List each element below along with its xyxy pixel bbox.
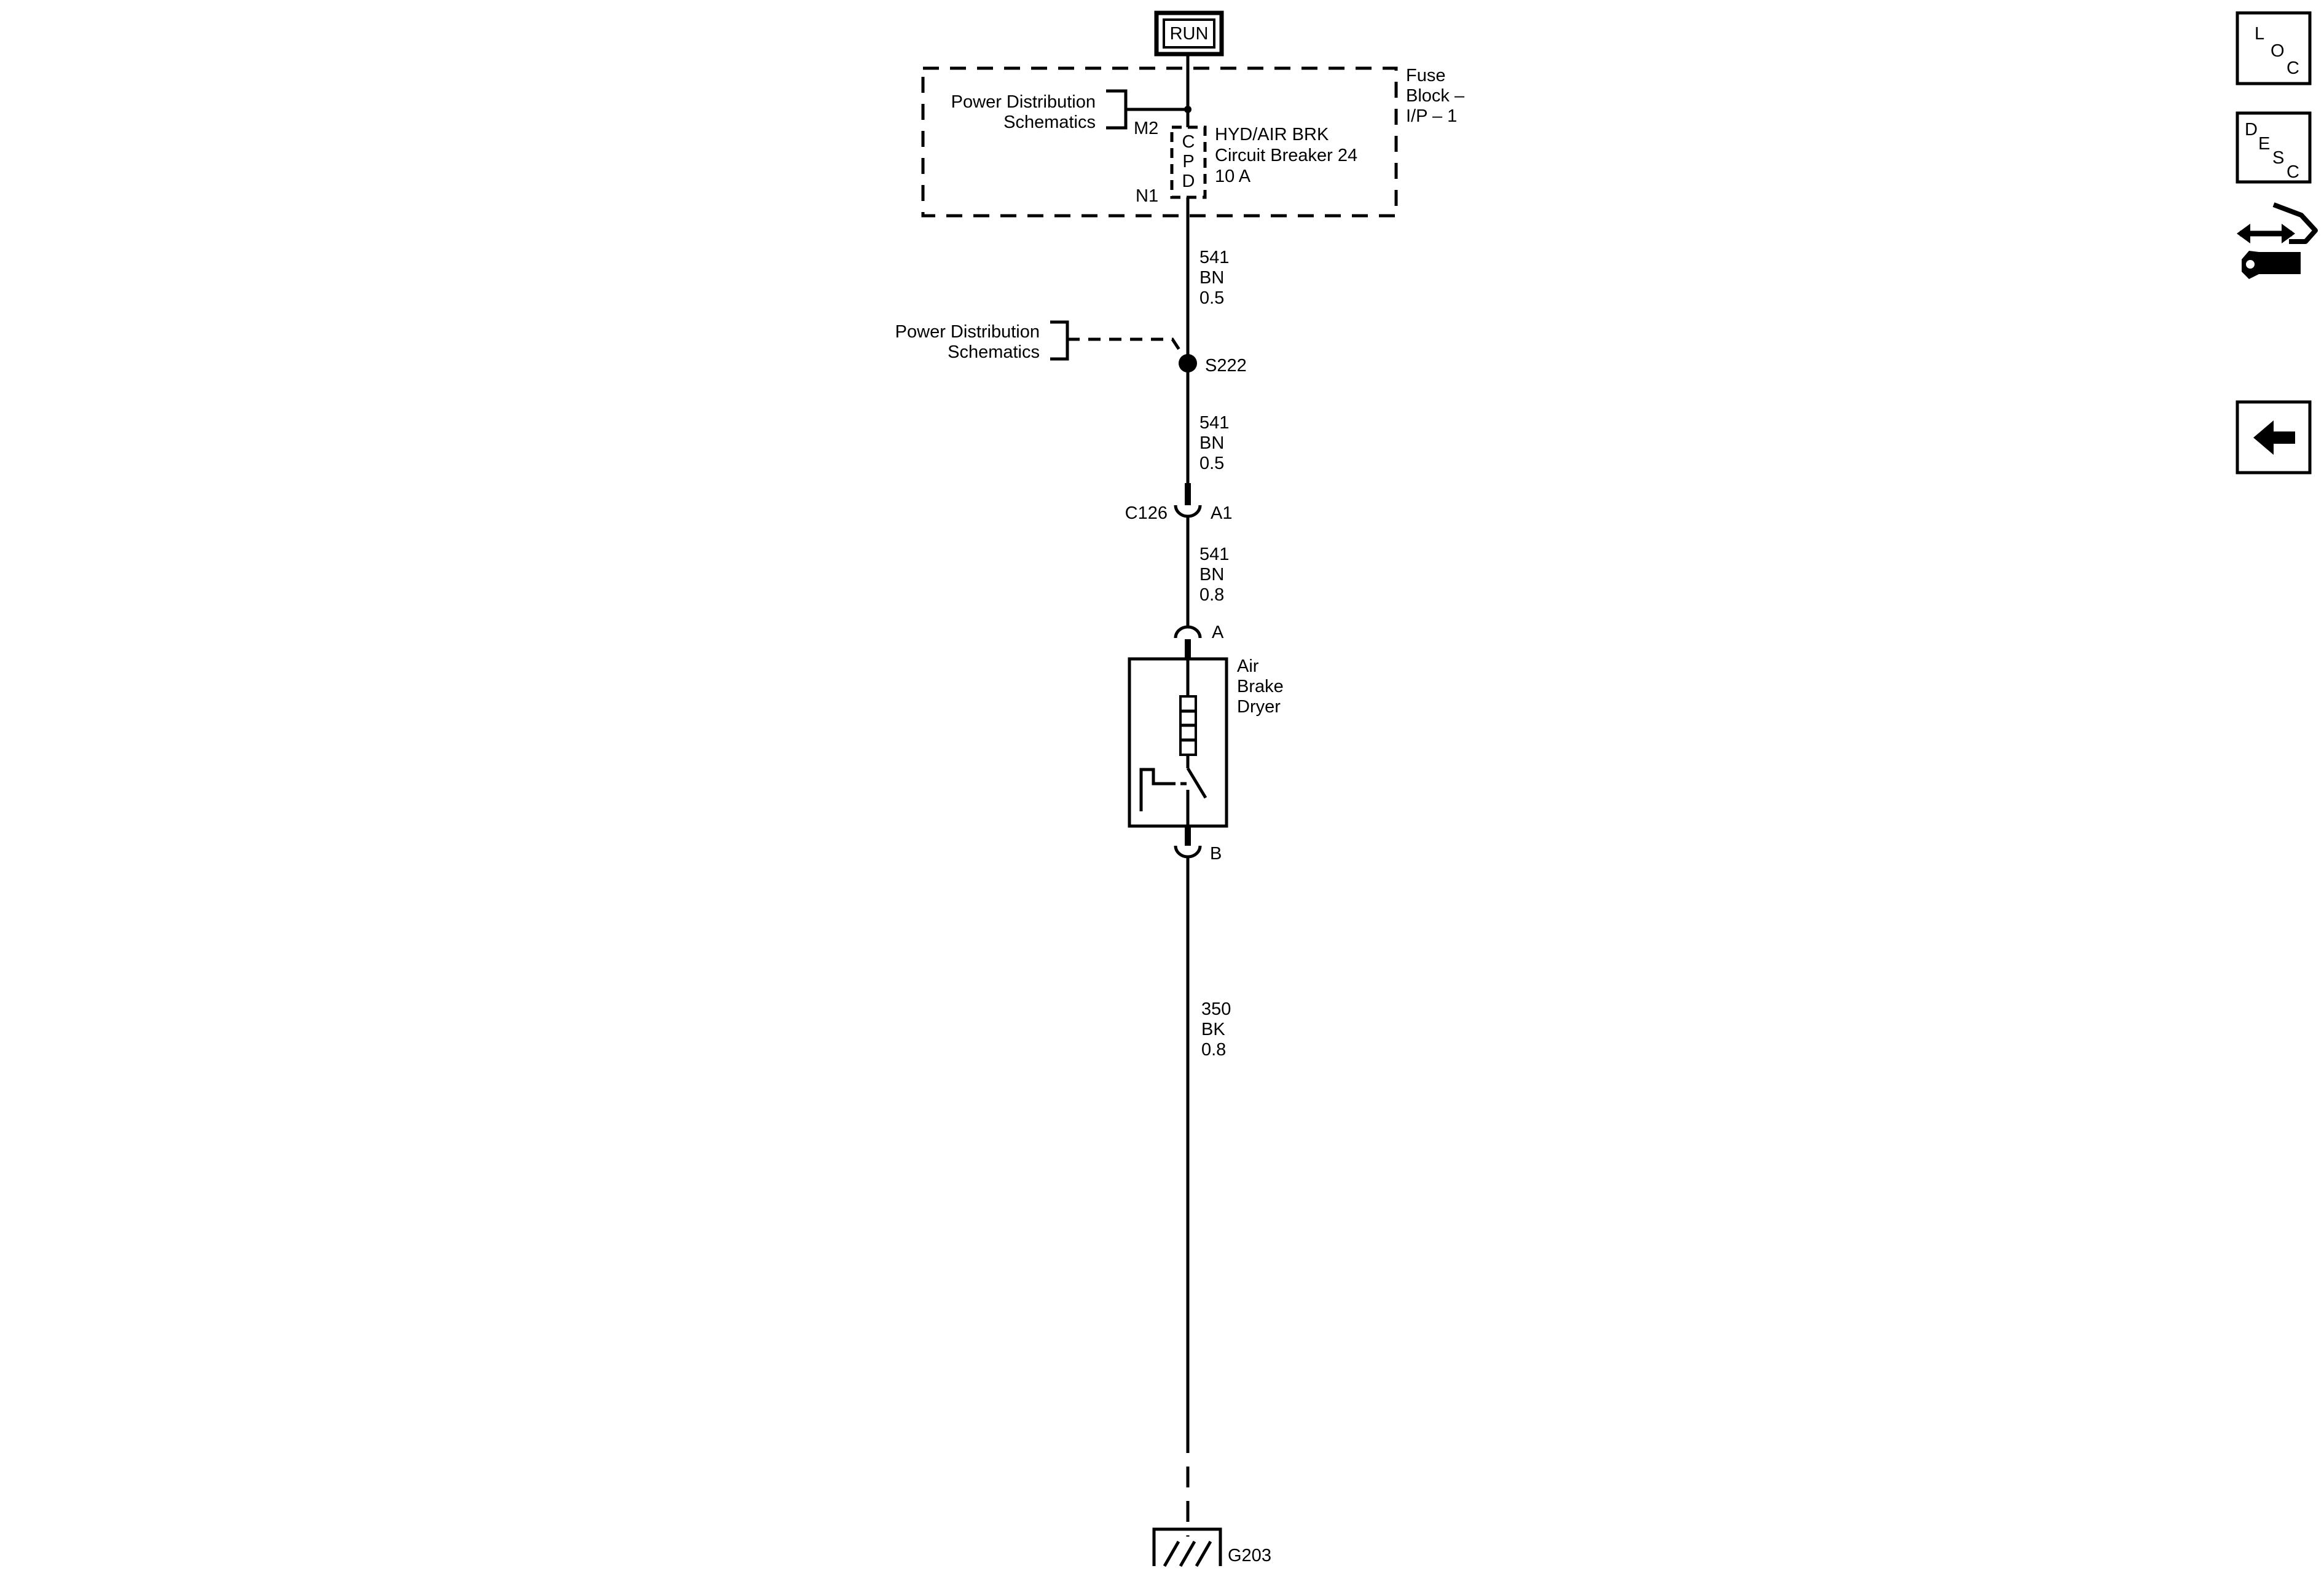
run-power-source: RUN (1154, 10, 1224, 57)
fuse-block-name-line3: I/P – 1 (1406, 106, 1457, 126)
air-brake-dryer: A Air Brake Dryer B (1128, 623, 1284, 864)
wire-1-gauge: 0.5 (1199, 288, 1224, 308)
ground-hatch-3 (1195, 1540, 1212, 1567)
loc-button[interactable]: L O C (2236, 11, 2312, 85)
breaker-label-line3: 10 A (1215, 167, 1251, 186)
loc-letter-l: L (2255, 24, 2264, 44)
cpd-letter-d: D (1182, 171, 1195, 191)
wire-4-circuit: 350 (1201, 999, 1231, 1019)
wire-3-color: BN (1199, 565, 1224, 585)
run-label: RUN (1170, 24, 1209, 44)
wire-1-circuit: 541 (1199, 248, 1229, 267)
back-arrow-icon (2253, 420, 2295, 455)
connector-tool-icon[interactable] (2237, 202, 2318, 279)
cpd-letter-p: P (1182, 152, 1194, 171)
wire-2-gauge: 0.5 (1199, 454, 1224, 473)
desc-button[interactable]: D E S C (2236, 111, 2312, 184)
wire-3-gauge: 0.8 (1199, 585, 1224, 605)
wire-2-color: BN (1199, 433, 1224, 453)
desc-letter-s: S (2272, 148, 2284, 168)
splice-id: S222 (1205, 356, 1247, 376)
c126-id: C126 (1125, 503, 1168, 523)
ground-id: G203 (1228, 1546, 1271, 1565)
cpd-box (1170, 125, 1207, 199)
splice-xref-dashed-link (1067, 337, 1190, 364)
loc-letter-o: O (2271, 41, 2285, 61)
c126-pin: A1 (1211, 503, 1232, 523)
wire-label-1: 541 BN 0.5 (1199, 248, 1229, 308)
breaker-label-line2: Circuit Breaker 24 (1215, 146, 1357, 165)
loc-letter-c: C (2287, 58, 2299, 78)
thermal-switch-blade (1186, 767, 1207, 799)
wire-4-gauge: 0.8 (1201, 1040, 1226, 1060)
pin-a-label: A (1212, 623, 1224, 642)
desc-letter-c: C (2287, 162, 2299, 182)
breaker-label-line1: HYD/AIR BRK (1215, 125, 1329, 144)
pin-a-cup (1174, 625, 1202, 639)
wire-1-color: BN (1199, 268, 1224, 288)
wire-label-3: 541 BN 0.8 (1199, 545, 1229, 605)
inline-connector-c126: C126 A1 (1125, 483, 1232, 523)
fuse-pin-in: M2 (1134, 119, 1158, 138)
pin-b-label: B (1210, 844, 1222, 864)
fuse-block: Fuse Block – I/P – 1 Power Distribution … (921, 66, 1465, 218)
dryer-name-line1: Air (1237, 656, 1259, 676)
fuse-xref-bracket (1106, 89, 1128, 130)
fuse-block-name-line1: Fuse (1406, 66, 1445, 85)
fuse-junction-dot (1184, 106, 1191, 113)
fuse-xref-line2: Schematics (1003, 112, 1096, 132)
dryer-name-line3: Dryer (1237, 697, 1281, 717)
wire-label-4: 350 BK 0.8 (1201, 999, 1231, 1060)
fuse-block-name-line2: Block – (1406, 86, 1465, 106)
dryer-name-line2: Brake (1237, 677, 1284, 696)
fuse-block-outline (921, 66, 1398, 218)
c126-female-cup (1174, 505, 1202, 518)
wire-3-circuit: 541 (1199, 545, 1229, 564)
ground-icon (1152, 1527, 1222, 1566)
wire-2-circuit: 541 (1199, 413, 1229, 433)
wire-label-2: 541 BN 0.5 (1199, 413, 1229, 473)
back-button[interactable] (2236, 400, 2312, 474)
splice-xref-line1: Power Distribution (895, 322, 1040, 342)
ground-hatch-2 (1179, 1540, 1196, 1567)
splice-dot (1179, 354, 1197, 372)
fuse-pin-out: N1 (1136, 186, 1158, 206)
splice-s222: Power Distribution Schematics S222 (895, 320, 1247, 376)
desc-letter-e: E (2258, 134, 2270, 154)
fuse-xref-line1: Power Distribution (951, 92, 1096, 112)
cpd-letter-c: C (1182, 132, 1195, 152)
splice-xref-line2: Schematics (948, 342, 1040, 362)
desc-letter-d: D (2245, 120, 2258, 140)
dryer-body (1128, 657, 1228, 828)
ground-hatch-1 (1163, 1540, 1180, 1567)
pin-b-cup (1174, 845, 1202, 859)
splice-xref-bracket (1050, 320, 1069, 361)
ground-g203: G203 (1152, 1527, 1271, 1567)
wire-4-color: BK (1201, 1020, 1225, 1039)
